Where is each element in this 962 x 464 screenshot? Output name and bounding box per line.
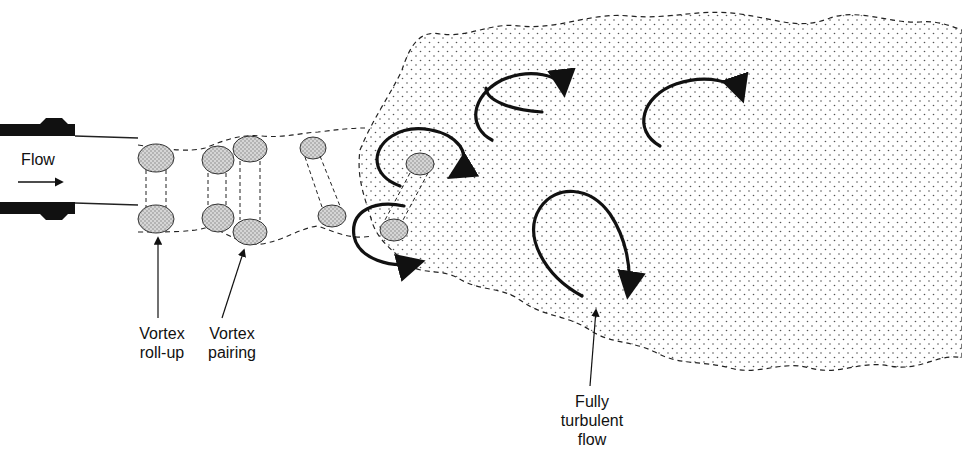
vortex-label: Vortex pairing [198, 324, 266, 362]
vortex-label: Vortex roll-up [128, 324, 196, 362]
vortex-cores [138, 136, 434, 245]
turbulent-region [359, 12, 962, 370]
turbulent-eddies [354, 74, 742, 296]
nozzle [0, 118, 75, 220]
shear-layer-lines [75, 136, 138, 205]
flow-arrow [18, 181, 62, 182]
vortex-ring-links [146, 156, 428, 220]
jet-envelope [138, 128, 372, 244]
leader-arrows [158, 238, 596, 386]
region-label: Fully turbulent flow [552, 392, 632, 449]
flow-label: Flow [12, 150, 64, 169]
